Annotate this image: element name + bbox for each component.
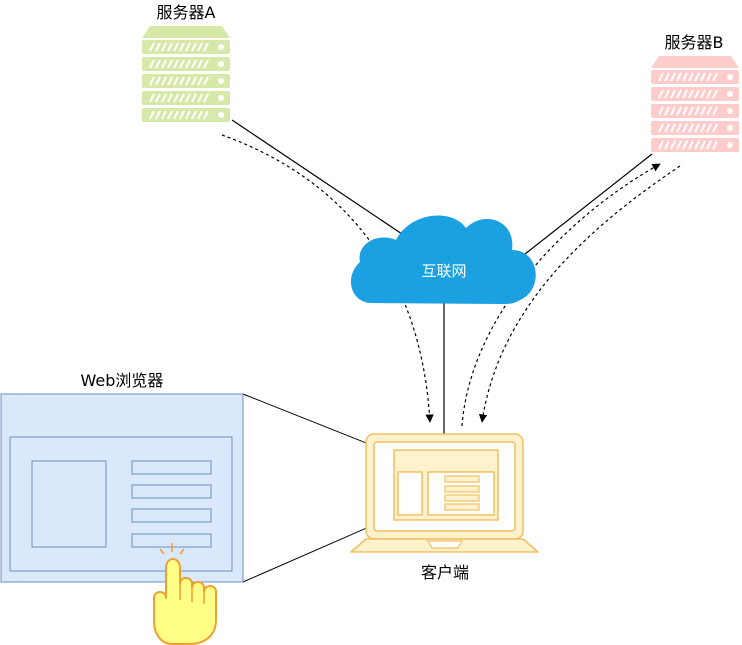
browser-label: Web浏览器 xyxy=(81,371,164,390)
dashed-flows xyxy=(221,134,681,427)
internet-label: 互联网 xyxy=(421,262,466,280)
cloud-icon xyxy=(350,215,536,304)
link-internet-server-b xyxy=(519,153,653,259)
laptop-touchpad xyxy=(426,540,464,549)
flow-client-to-server-b xyxy=(461,163,661,427)
internet-cloud: 互联网 xyxy=(350,215,536,304)
browser-line-2 xyxy=(131,484,212,499)
client-laptop xyxy=(350,433,539,553)
laptop-screen-lines xyxy=(444,475,480,511)
server-a xyxy=(142,26,230,122)
server-a-top xyxy=(142,26,230,38)
laptop-screen-image xyxy=(397,471,423,516)
server-b-racks xyxy=(651,70,739,152)
solid-connections xyxy=(231,119,653,436)
web-browser xyxy=(0,393,244,583)
server-a-label: 服务器A xyxy=(157,3,216,22)
browser-line-1 xyxy=(131,460,212,475)
server-b xyxy=(651,56,739,152)
server-b-label: 服务器B xyxy=(665,33,724,52)
browser-image-block xyxy=(31,460,107,548)
client-label: 客户端 xyxy=(421,563,469,582)
flow-server-a-to-client xyxy=(221,134,434,423)
server-a-racks xyxy=(142,40,230,122)
pointing-hand-icon xyxy=(153,543,217,645)
server-b-top xyxy=(651,56,739,68)
link-server-a-internet xyxy=(231,119,406,237)
browser-line-3 xyxy=(131,508,212,523)
